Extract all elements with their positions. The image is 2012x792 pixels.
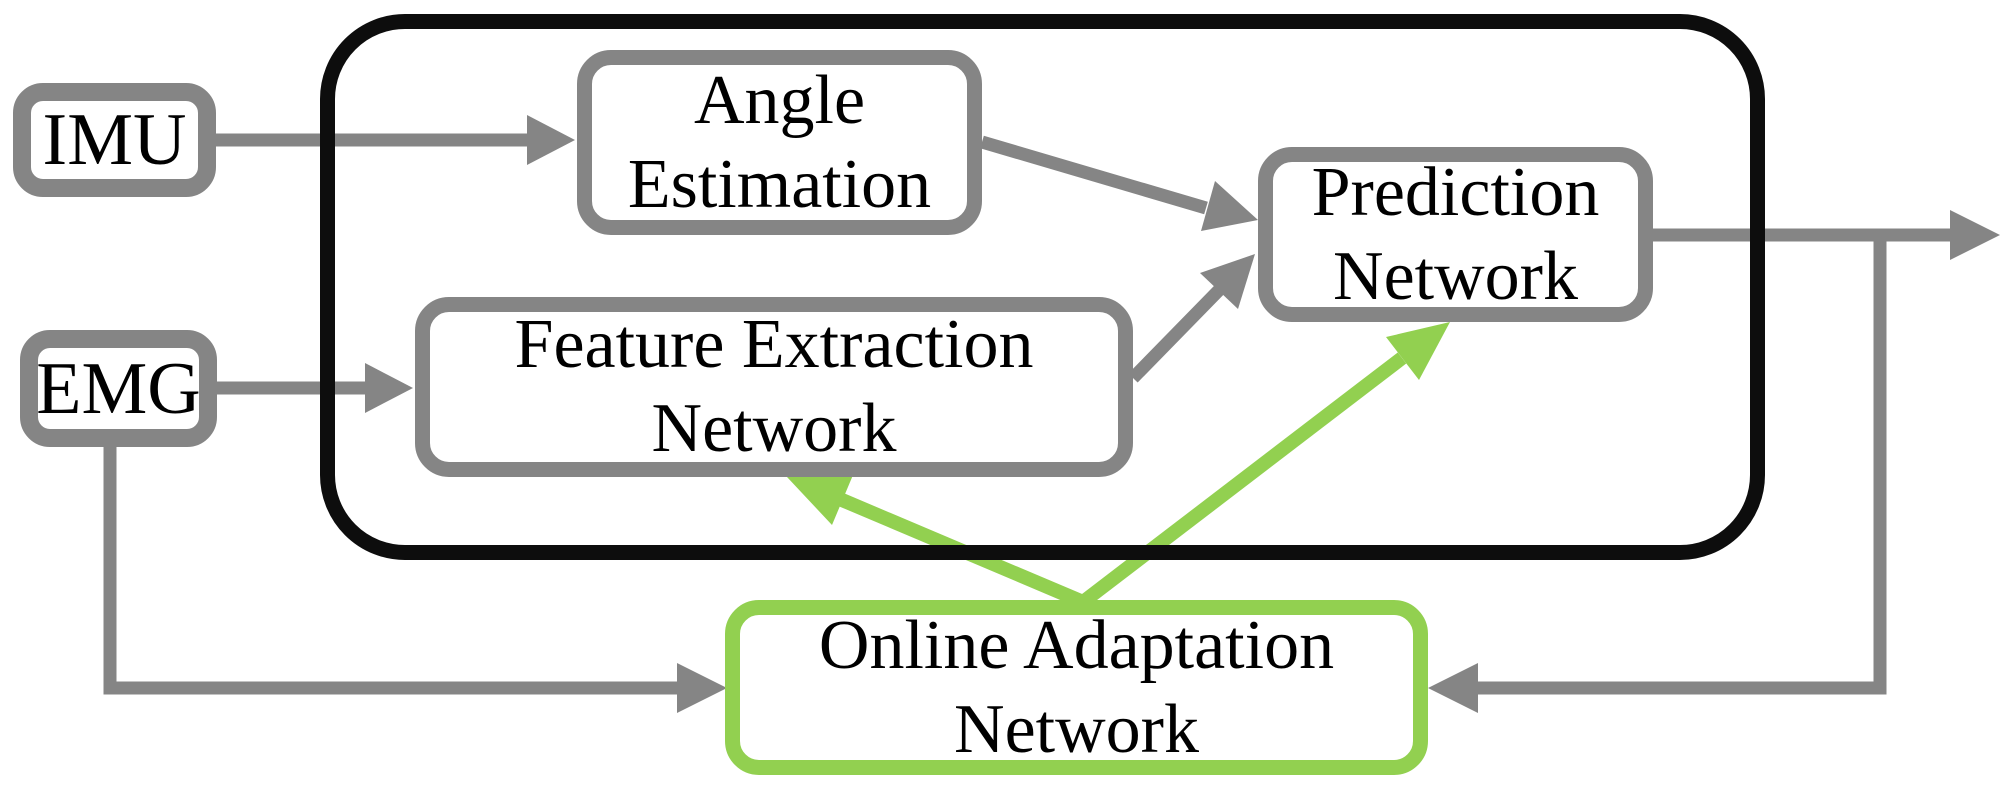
edge-emg-to-adaptation xyxy=(103,445,682,695)
edge-angle-to-prediction xyxy=(980,135,1208,215)
arrowhead-feature-to-prediction xyxy=(1200,254,1255,309)
node-prediction-network-label-line1: Prediction xyxy=(1311,153,1600,231)
edge-output-feedback-to-adaptation xyxy=(1473,235,1887,695)
node-imu: IMU xyxy=(13,83,216,197)
node-angle-estimation-label-line1: Angle xyxy=(693,61,866,139)
arrowhead-feedback-to-adaptation xyxy=(1428,663,1478,713)
arrowhead-emg-to-feature xyxy=(365,363,413,413)
arrowhead-angle-to-prediction xyxy=(1201,181,1258,231)
node-online-adaptation-label-line1: Online Adaptation xyxy=(818,606,1335,684)
node-feature-extraction-label-line1: Feature Extraction xyxy=(514,306,1034,383)
node-feature-extraction-label-line2: Network xyxy=(651,390,897,467)
node-prediction-network-label-line2: Network xyxy=(1333,237,1578,315)
node-prediction-network: Prediction Network xyxy=(1258,147,1653,322)
node-emg-label: EMG xyxy=(36,347,201,430)
node-angle-estimation: Angle Estimation xyxy=(577,50,982,235)
node-emg: EMG xyxy=(20,330,217,447)
node-angle-estimation-label-line2: Estimation xyxy=(627,145,932,223)
arrowhead-output xyxy=(1950,210,2000,260)
edge-feature-to-prediction xyxy=(1128,282,1227,383)
arrowhead-emg-to-adaptation xyxy=(677,663,727,713)
processing-container-outline xyxy=(320,14,1765,560)
node-feature-extraction: Feature Extraction Network xyxy=(415,297,1133,477)
node-online-adaptation: Online Adaptation Network xyxy=(725,600,1428,775)
node-online-adaptation-label-line2: Network xyxy=(954,690,1199,768)
node-imu-label: IMU xyxy=(42,99,187,181)
arrowhead-adaptation-to-prediction xyxy=(1386,322,1450,380)
edge-adaptation-to-prediction xyxy=(1078,352,1407,608)
arrowhead-imu-to-angle xyxy=(527,115,575,165)
arrowhead-adaptation-to-feature xyxy=(787,475,853,525)
